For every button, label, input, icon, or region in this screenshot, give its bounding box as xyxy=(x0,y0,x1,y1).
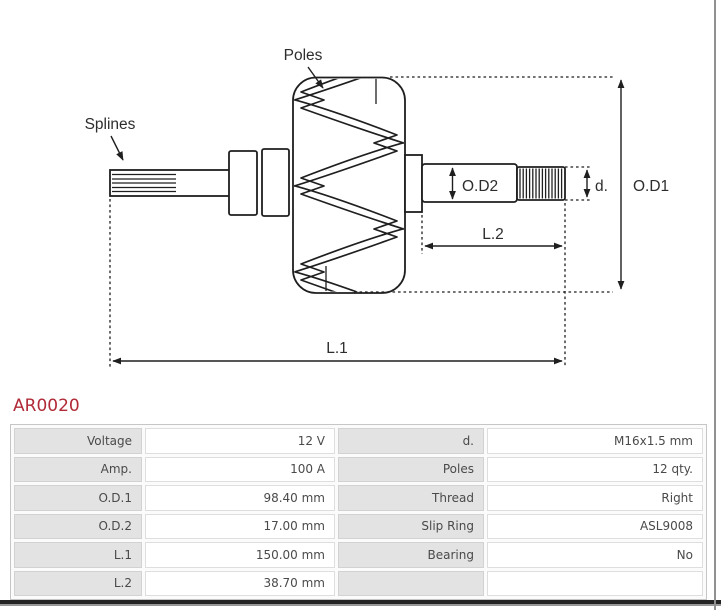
dim-od2: O.D2 xyxy=(449,167,498,200)
spec-value-cell: Right xyxy=(487,485,703,511)
shaft-collars xyxy=(228,148,290,217)
output-shaft xyxy=(404,154,566,213)
spec-value-cell: M16x1.5 mm xyxy=(487,428,703,454)
spec-value-cell: 98.40 mm xyxy=(145,485,335,511)
poles-label: Poles xyxy=(284,47,323,64)
pole-body xyxy=(292,76,406,294)
l1-label: L.1 xyxy=(326,340,348,357)
dim-l1: L.1 xyxy=(109,199,563,367)
spec-label-cell xyxy=(338,570,484,596)
rotor-diagram: O.D2 d. O.D1 L.2 L.1 xyxy=(85,47,669,367)
spec-value-cell xyxy=(487,570,703,596)
spec-label-cell: L.2 xyxy=(14,570,142,596)
dim-d: d. xyxy=(565,166,608,201)
dim-l2: L.2 xyxy=(421,203,566,367)
spec-value-cell: 17.00 mm xyxy=(145,513,335,539)
spec-label-cell: Voltage xyxy=(14,428,142,454)
spec-label-cell: d. xyxy=(338,428,484,454)
dim-od1: O.D1 xyxy=(354,76,669,293)
spec-label-cell: O.D.1 xyxy=(14,485,142,511)
callout-splines: Splines xyxy=(85,116,136,161)
spec-value-cell: 12 qty. xyxy=(487,456,703,482)
spec-label-cell: Poles xyxy=(338,456,484,482)
spec-value-cell: 12 V xyxy=(145,428,335,454)
spec-label-cell: Amp. xyxy=(14,456,142,482)
spec-value-cell: No xyxy=(487,542,703,568)
spec-table: Voltage 12 V d. M16x1.5 mm Amp. 100 A Po… xyxy=(10,424,707,600)
l2-label: L.2 xyxy=(482,226,504,243)
spec-label-cell: Thread xyxy=(338,485,484,511)
spec-value-cell: ASL9008 xyxy=(487,513,703,539)
bottom-border-bar xyxy=(0,600,721,604)
thread-hatch xyxy=(519,168,563,199)
od1-label: O.D1 xyxy=(633,178,669,195)
spec-label-cell: Slip Ring xyxy=(338,513,484,539)
spec-label-cell: L.1 xyxy=(14,542,142,568)
spec-label-cell: O.D.2 xyxy=(14,513,142,539)
bottom-border-shadow xyxy=(0,604,721,606)
callout-poles: Poles xyxy=(284,47,324,89)
right-border-line xyxy=(714,0,716,610)
spec-label-cell: Bearing xyxy=(338,542,484,568)
spec-value-cell: 38.70 mm xyxy=(145,570,335,596)
part-number-title: AR0020 xyxy=(13,396,80,416)
splines-label: Splines xyxy=(85,116,136,133)
spec-value-cell: 150.00 mm xyxy=(145,542,335,568)
spec-value-cell: 100 A xyxy=(145,456,335,482)
d-label: d. xyxy=(595,178,608,195)
splined-shaft xyxy=(109,169,231,197)
od2-label: O.D2 xyxy=(462,178,498,195)
